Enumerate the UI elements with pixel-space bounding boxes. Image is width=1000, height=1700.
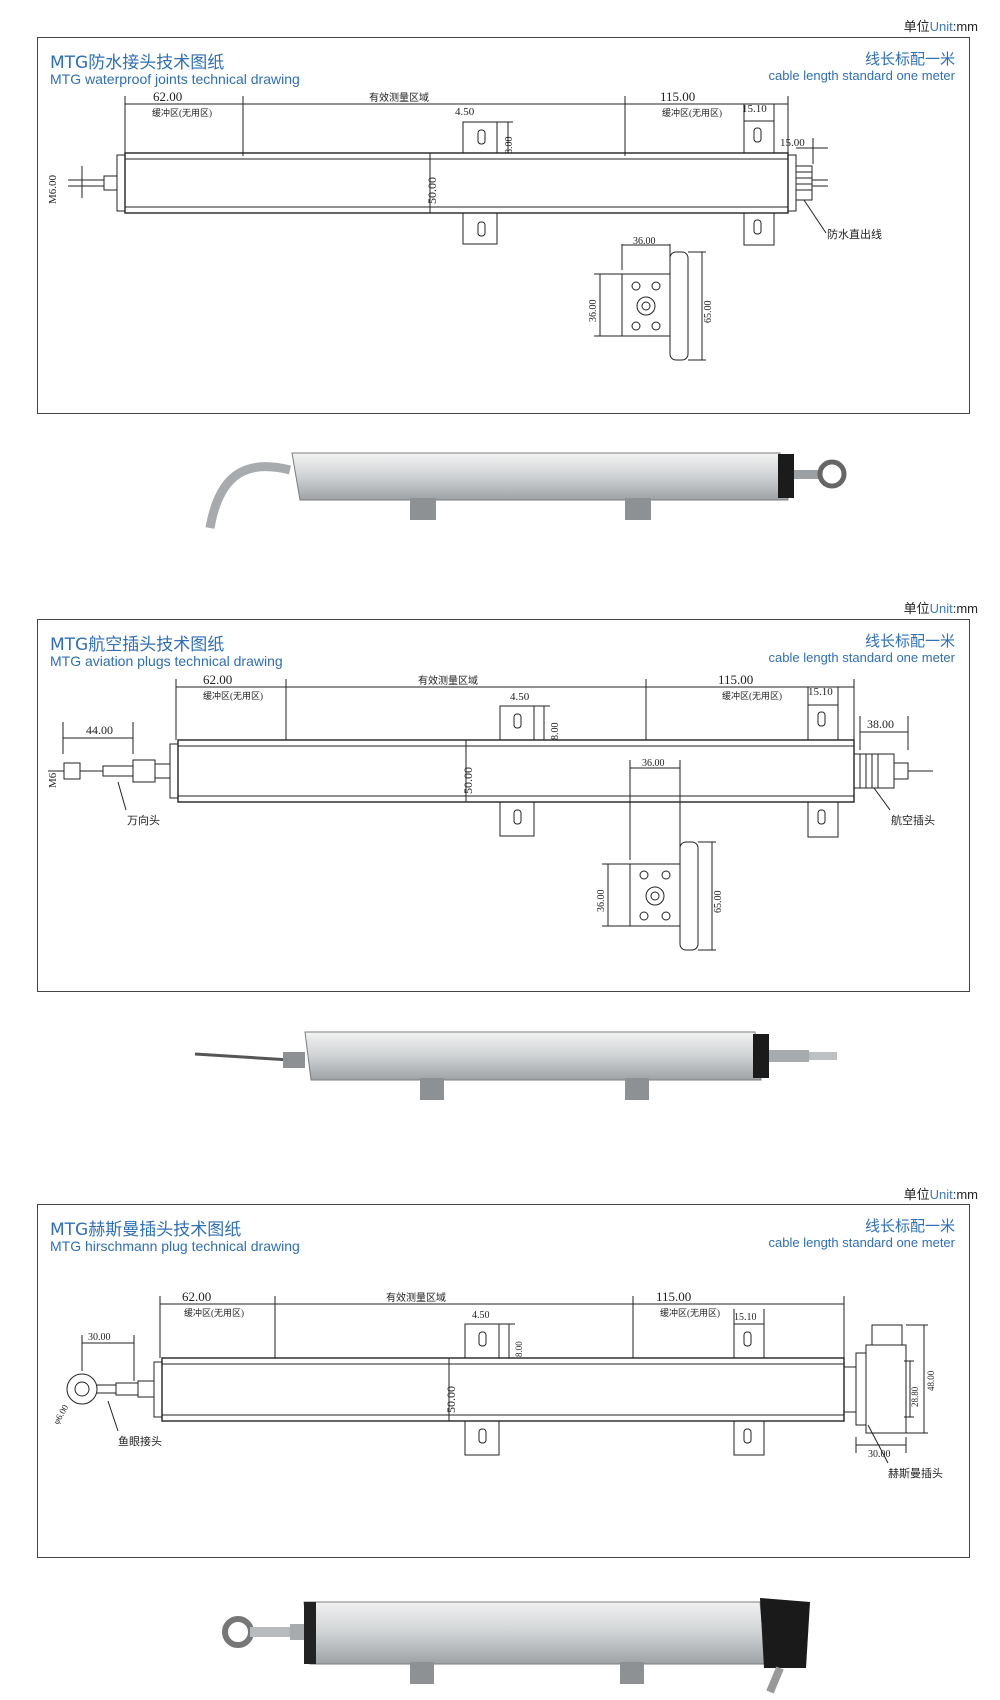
- dim-hole: 4.50: [472, 1310, 490, 1321]
- technical-drawing-aviation: 62.00 缓冲区(无用区) 有效测量区域 115.00 缓冲区(无用区) 15…: [47, 672, 935, 951]
- cable-length-en: cable length standard one meter: [768, 650, 955, 665]
- product-photo-waterproof: [205, 440, 850, 530]
- dim-face-total: 65.00: [703, 301, 714, 324]
- dim-left: 62.00: [203, 672, 232, 687]
- effective-zone-label: 有效测量区域: [386, 1291, 446, 1304]
- panel-title-cn: MTG航空插头技术图纸: [50, 635, 225, 655]
- unit-label: 单位Unit:mm: [903, 19, 978, 34]
- dim-face-width: 36.00: [633, 236, 656, 247]
- dim-plug-width: 30.00: [868, 1449, 891, 1460]
- dim-end: 38.00: [867, 717, 894, 731]
- panel-title-en: MTG hirschmann plug technical drawing: [50, 1238, 300, 1254]
- dim-face-height: 36.00: [588, 300, 599, 323]
- dim-right: 115.00: [660, 89, 695, 104]
- dim-face-height: 36.00: [596, 890, 607, 913]
- product-photo-hirschmann: [220, 1592, 840, 1694]
- dim-thread: M6: [47, 772, 59, 788]
- panel-title-en: MTG waterproof joints technical drawing: [50, 71, 300, 87]
- sensor-photo-illustration: [205, 452, 847, 529]
- dim-thread: M6.00: [47, 174, 59, 204]
- panel-title-cn: MTG赫斯曼插头技术图纸: [50, 1220, 242, 1240]
- dim-hole-height: 8.00: [504, 137, 515, 155]
- dim-hole: 4.50: [455, 106, 475, 118]
- end-label: 赫斯曼插头: [888, 1466, 943, 1480]
- buffer-left-label: 缓冲区(无用区): [203, 690, 263, 701]
- cable-length-en: cable length standard one meter: [768, 68, 955, 83]
- cable-length-en: cable length standard one meter: [768, 1235, 955, 1250]
- drawing-panel-aviation: MTG航空插头技术图纸 MTG aviation plugs technical…: [37, 619, 970, 992]
- technical-drawing-hirschmann: 62.00 缓冲区(无用区) 有效测量区域 115.00 缓冲区(无用区) 15…: [51, 1289, 943, 1480]
- buffer-right-label: 缓冲区(无用区): [660, 1307, 720, 1318]
- dim-mount-width: 15.10: [734, 1312, 757, 1323]
- buffer-left-label: 缓冲区(无用区): [152, 107, 212, 118]
- product-photo-aviation: [194, 1018, 855, 1113]
- drawing-panel-hirschmann: MTG赫斯曼插头技术图纸 MTG hirschmann plug technic…: [37, 1204, 970, 1558]
- end-label: 防水直出线: [827, 227, 882, 241]
- dim-hole: 4.50: [510, 691, 530, 703]
- sensor-photo-illustration: [194, 1031, 837, 1100]
- panel-title-cn: MTG防水接头技术图纸: [50, 53, 225, 73]
- unit-label: 单位Unit:mm: [903, 1187, 978, 1202]
- dim-right: 115.00: [718, 672, 753, 687]
- dim-plug-height-2: 48.00: [926, 1370, 936, 1391]
- buffer-right-label: 缓冲区(无用区): [662, 107, 722, 118]
- dim-left: 62.00: [153, 89, 182, 104]
- end-label: 航空插头: [891, 813, 935, 827]
- unit-label: 单位Unit:mm: [903, 601, 978, 616]
- dim-right: 115.00: [656, 1289, 691, 1304]
- dim-face-width: 36.00: [642, 758, 665, 769]
- sensor-photo-illustration: [222, 1598, 810, 1694]
- buffer-left-label: 缓冲区(无用区): [184, 1307, 244, 1318]
- drawing-panel-waterproof: MTG防水接头技术图纸 MTG waterproof joints techni…: [37, 37, 970, 414]
- dim-plug-height-1: 28.80: [910, 1386, 920, 1407]
- dim-hole-height: 8.00: [550, 723, 561, 741]
- dim-height: 50.00: [461, 767, 475, 794]
- dim-rod: 30.00: [88, 1332, 111, 1343]
- effective-zone-label: 有效测量区域: [369, 91, 429, 104]
- technical-drawing-waterproof: 62.00 缓冲区(无用区) 有效测量区域 115.00 缓冲区(无用区) 15…: [47, 89, 882, 361]
- dim-end: 15.00: [780, 137, 805, 149]
- dim-mount-width: 15.10: [742, 103, 767, 115]
- panel-title-en: MTG aviation plugs technical drawing: [50, 653, 283, 669]
- cable-length-cn: 线长标配一米: [864, 632, 955, 650]
- cable-length-cn: 线长标配一米: [864, 50, 955, 68]
- rod-label: 鱼眼接头: [118, 1434, 162, 1448]
- cable-length-cn: 线长标配一米: [864, 1217, 955, 1235]
- dim-thread: φ6.00: [51, 1402, 70, 1426]
- dim-face-total: 65.00: [713, 891, 724, 914]
- dim-height: 50.00: [425, 177, 439, 204]
- buffer-right-label: 缓冲区(无用区): [722, 690, 782, 701]
- dim-left: 62.00: [182, 1289, 211, 1304]
- dim-mount-width: 15.10: [808, 686, 833, 698]
- effective-zone-label: 有效测量区域: [418, 674, 478, 687]
- dim-rod: 44.00: [86, 723, 113, 737]
- dim-height: 50.00: [444, 1386, 458, 1413]
- dim-hole-height: 8.00: [514, 1341, 524, 1357]
- rod-label: 万向头: [127, 813, 160, 827]
